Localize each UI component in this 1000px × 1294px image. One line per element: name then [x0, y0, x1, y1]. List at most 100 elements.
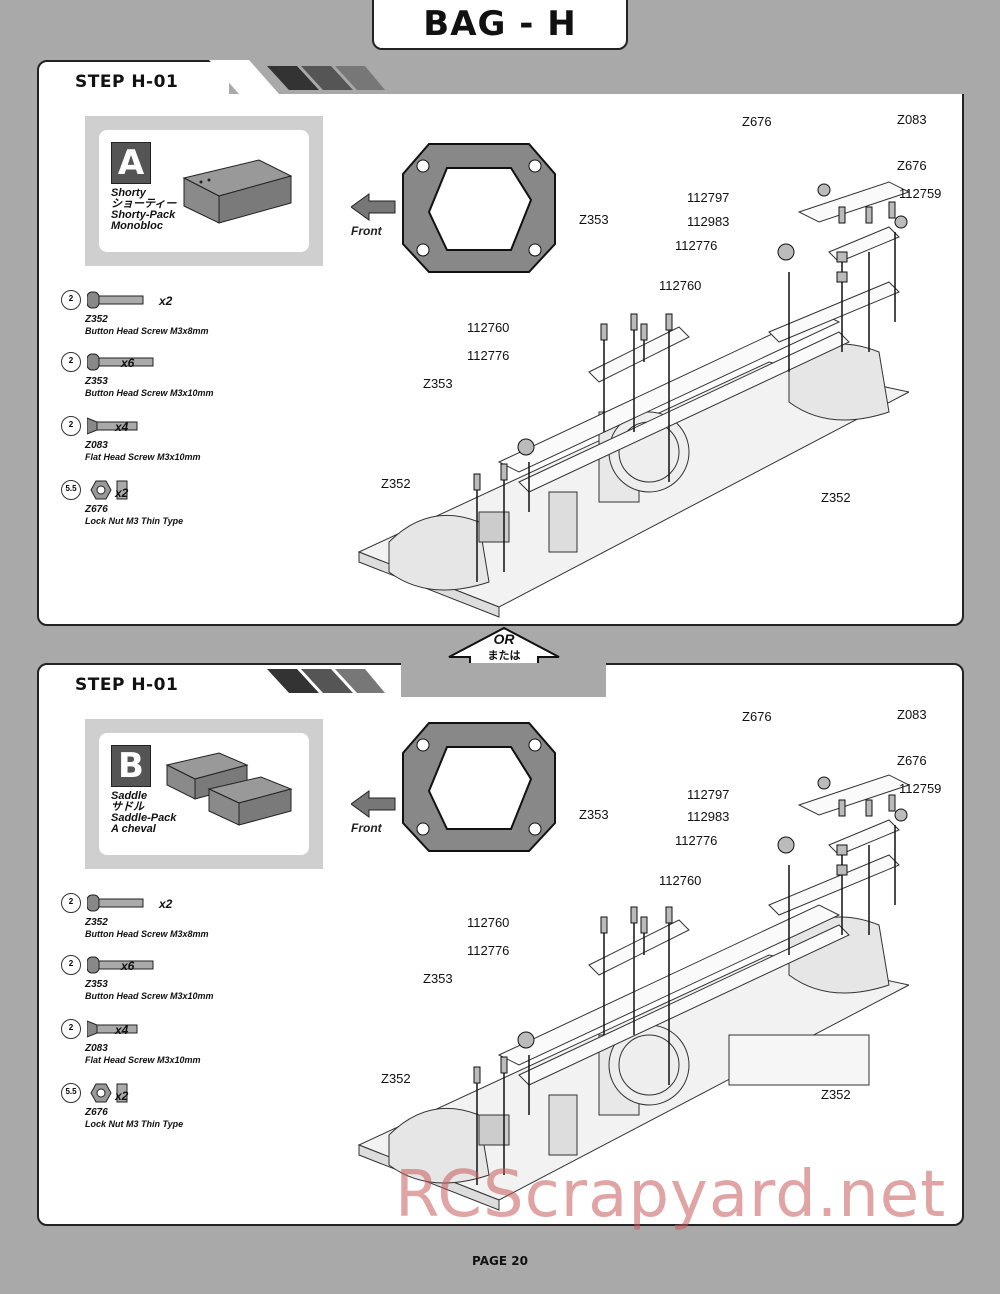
hex-wrench-icon: 2: [61, 352, 81, 372]
part-callout: Z352: [821, 1087, 851, 1102]
hardware-code: Z352: [85, 314, 108, 325]
hardware-code: Z676: [85, 1107, 108, 1118]
hardware-qty: x4: [115, 420, 129, 434]
part-callout: Z352: [381, 1071, 411, 1086]
chassis-assembly-illustration: [357, 774, 909, 1211]
top-plate-illustration: [402, 722, 556, 852]
battery-shorty-illustration: [182, 159, 293, 224]
top-plate-illustration: [402, 143, 556, 273]
kit-name: Shorty: [111, 187, 146, 199]
hardware-qty: x4: [115, 1023, 129, 1037]
hardware-code: Z676: [85, 504, 108, 515]
kit-name: Shorty-Pack: [111, 209, 176, 221]
hardware-desc: Button Head Screw M3x10mm: [85, 991, 214, 1001]
tab-stripes: [209, 60, 385, 94]
hardware-code: Z083: [85, 1043, 108, 1054]
hardware-item: 2 x4 Z083 Flat Head Screw M3x10mm: [61, 414, 261, 470]
lock-nut-icon: [90, 1083, 128, 1103]
part-callout: 112760: [467, 915, 510, 930]
part-callout: Z353: [579, 212, 609, 227]
button-head-screw-icon: [87, 353, 154, 371]
or-text: または: [487, 650, 521, 662]
page-number: PAGE 20: [472, 1254, 528, 1268]
hardware-item: 2 x2 Z352 Button Head Screw M3x8mm: [61, 288, 261, 344]
bag-title: BAG - H: [372, 0, 628, 50]
kit-name: ショーティー: [111, 198, 177, 210]
hardware-code: Z353: [85, 979, 108, 990]
kit-letter: B: [111, 745, 151, 787]
hardware-item: 5.5 x2 Z676 Lock Nut M3 Thin Type: [61, 478, 261, 534]
part-callout: Z353: [579, 807, 609, 822]
part-callout: Z352: [381, 476, 411, 491]
part-callout: Z083: [897, 707, 927, 722]
hardware-qty: x2: [115, 486, 129, 500]
part-callout: 112983: [687, 809, 730, 824]
part-callout: Z353: [423, 376, 453, 391]
kit-card: B Saddle サドル Saddle-Pack A cheval: [99, 733, 309, 855]
kit-name: Monobloc: [111, 220, 163, 232]
step-panel-1: STEP H-01 A Shorty ショーティー Shorty-Pack Mo…: [37, 60, 964, 626]
part-callout: Z676: [742, 114, 772, 129]
hardware-item: 2 x4 Z083 Flat Head Screw M3x10mm: [61, 1017, 261, 1073]
button-head-screw-icon: [87, 291, 144, 309]
flat-head-screw-icon: [87, 417, 138, 435]
part-callout: 112760: [659, 873, 702, 888]
hex-wrench-icon: 2: [61, 416, 81, 436]
kit-name: Saddle-Pack: [111, 812, 177, 824]
hardware-code: Z352: [85, 917, 108, 928]
tab-stripes: [267, 669, 385, 693]
part-callout: 112776: [675, 833, 718, 848]
hardware-desc: Lock Nut M3 Thin Type: [85, 1119, 184, 1129]
kit-letter: A: [111, 142, 151, 184]
hex-wrench-icon: 2: [61, 955, 81, 975]
step-label: STEP H-01: [75, 72, 179, 92]
hardware-qty: x6: [121, 356, 135, 370]
front-label: Front: [351, 821, 382, 835]
hardware-item: 2 x6 Z353 Button Head Screw M3x10mm: [61, 953, 261, 1009]
part-callout: 112776: [467, 348, 510, 363]
part-callout: 112797: [687, 787, 730, 802]
flat-head-screw-icon: [87, 1020, 138, 1038]
hardware-item: 2 x6 Z353 Button Head Screw M3x10mm: [61, 350, 261, 406]
kit-name: A cheval: [111, 823, 156, 835]
part-callout: 112760: [467, 320, 510, 335]
part-callout: 112776: [675, 238, 718, 253]
or-text: OR: [493, 631, 515, 647]
part-callout: Z676: [742, 709, 772, 724]
hardware-desc: Button Head Screw M3x10mm: [85, 388, 214, 398]
kit-name: サドル: [111, 801, 144, 813]
part-callout: Z353: [423, 971, 453, 986]
battery-saddle-illustration: [165, 752, 293, 826]
step-panel-2: STEP H-01 B Saddle サドル Saddle-Pack A che…: [37, 663, 964, 1226]
hex-wrench-icon: 2: [61, 290, 81, 310]
button-head-screw-icon: [87, 956, 154, 974]
lock-nut-icon: [90, 480, 128, 500]
part-callout: 112983: [687, 214, 730, 229]
kit-names: Saddle サドル Saddle-Pack A cheval: [111, 791, 176, 835]
hardware-item: 2 x2 Z352 Button Head Screw M3x8mm: [61, 891, 261, 947]
hardware-desc: Lock Nut M3 Thin Type: [85, 516, 184, 526]
hardware-qty: x6: [121, 959, 135, 973]
bag-title-text: BAG - H: [423, 4, 577, 44]
part-callout: 112776: [467, 943, 510, 958]
part-callout: Z676: [897, 158, 927, 173]
nut-driver-icon: 5.5: [61, 480, 81, 500]
hardware-qty: x2: [159, 294, 173, 308]
hex-wrench-icon: 2: [61, 893, 81, 913]
hardware-desc: Button Head Screw M3x8mm: [85, 326, 209, 336]
hardware-desc: Button Head Screw M3x8mm: [85, 929, 209, 939]
front-label: Front: [351, 224, 382, 238]
hex-wrench-icon: 2: [61, 1019, 81, 1039]
hardware-code: Z353: [85, 376, 108, 387]
chassis-assembly-illustration: [357, 181, 909, 618]
kit-box-b: B Saddle サドル Saddle-Pack A cheval: [85, 719, 323, 869]
hardware-desc: Flat Head Screw M3x10mm: [85, 1055, 201, 1065]
tab-notch: [401, 663, 606, 697]
nut-driver-icon: 5.5: [61, 1083, 81, 1103]
hardware-desc: Flat Head Screw M3x10mm: [85, 452, 201, 462]
hardware-qty: x2: [159, 897, 173, 911]
part-callout: 112759: [899, 781, 942, 796]
front-arrow-icon: [351, 193, 396, 221]
hardware-qty: x2: [115, 1089, 129, 1103]
hardware-code: Z083: [85, 440, 108, 451]
